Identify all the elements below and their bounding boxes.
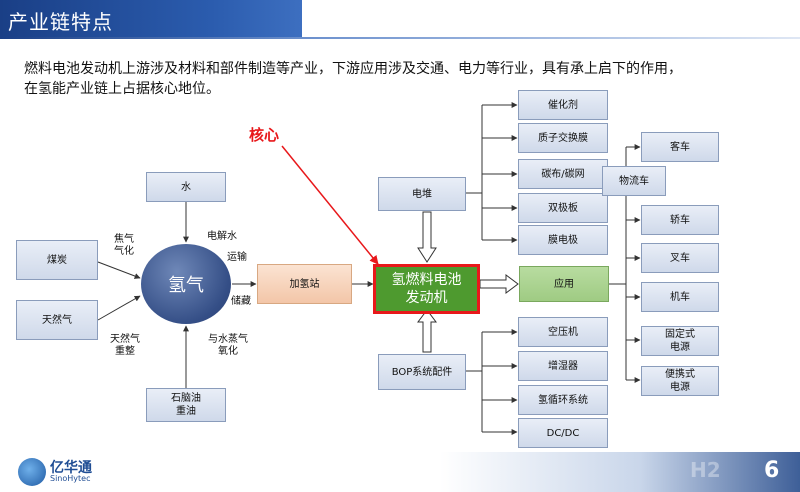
logistics-label: 物流车	[619, 175, 649, 187]
stack-part-catalyst: 催化剂	[518, 90, 608, 120]
steam-oxidation-label: 与水蒸气 氧化	[208, 334, 248, 358]
storage-label: 储藏	[231, 296, 251, 307]
stack-part-pem: 质子交换膜	[518, 123, 608, 153]
arrow-natural-gas	[97, 295, 141, 321]
coal-label: 煤炭	[47, 254, 67, 266]
petroleum-box: 石脑油 重油	[146, 388, 226, 422]
hydrogen-label: 氢气	[168, 275, 204, 296]
company-name-en: SinoHytec	[50, 474, 91, 483]
footer-bar	[0, 452, 800, 492]
company-name-cn: 亿华通	[50, 460, 92, 476]
water-box: 水	[146, 172, 226, 202]
humidifier-label: 增湿器	[548, 360, 578, 372]
stack-box: 电堆	[378, 177, 466, 211]
bop-part-hydrogen-recirculation: 氢循环系统	[518, 385, 608, 415]
app-car: 轿车	[641, 205, 719, 235]
locomotive-label: 机车	[670, 291, 690, 303]
description-line-2: 在氢能产业链上占据核心地位。	[24, 81, 220, 97]
app-logistics-vehicle: 物流车	[602, 166, 666, 196]
natural-gas-label: 天然气	[42, 314, 72, 326]
bipolar-plate-label: 双极板	[548, 202, 578, 214]
company-logo-icon	[18, 458, 46, 486]
portable-label-1: 便携式	[665, 369, 695, 380]
app-bus: 客车	[641, 132, 719, 162]
water-label: 水	[181, 181, 191, 193]
stationary-label-1: 固定式	[665, 329, 695, 340]
car-label: 轿车	[670, 214, 690, 226]
arrow-bop-to-engine	[417, 309, 437, 353]
forklift-label: 叉车	[670, 252, 690, 264]
h2-watermark: H2	[690, 458, 721, 482]
compressor-label: 空压机	[548, 326, 578, 338]
reforming-label: 重整	[115, 346, 135, 357]
gas-reforming-label: 天然气 重整	[110, 334, 140, 358]
hydrogen-station-label: 加氢站	[289, 278, 320, 290]
electrolysis-label: 电解水	[207, 231, 237, 242]
stack-part-carbon-cloth: 碳布/碳网	[518, 159, 608, 189]
steam-label: 与水蒸气	[208, 334, 248, 345]
bus-label: 客车	[670, 141, 690, 153]
stack-part-mea: 膜电极	[518, 225, 608, 255]
gasification-label: 气化	[114, 246, 134, 257]
page-number: 6	[764, 458, 780, 483]
coking-gasification-label: 焦气 气化	[114, 234, 134, 258]
application-box: 应用	[519, 266, 609, 302]
stack-part-bipolar-plate: 双极板	[518, 193, 608, 223]
natural-gas-box: 天然气	[16, 300, 98, 340]
hydrogen-recirculation-label: 氢循环系统	[538, 394, 588, 406]
fuel-cell-engine-box: 氢燃料电池 发动机	[373, 264, 480, 314]
application-label: 应用	[554, 278, 574, 290]
oxidation-label: 氧化	[218, 346, 238, 357]
dcdc-label: DC/DC	[546, 427, 580, 439]
portable-label-2: 电源	[670, 382, 690, 393]
description-line-1: 燃料电池发动机上游涉及材料和部件制造等产业，下游应用涉及交通、电力等行业，具有承…	[24, 61, 682, 77]
coking-label: 焦气	[114, 234, 134, 245]
arrow-to-application	[479, 274, 519, 294]
bop-label: BOP系统配件	[391, 366, 453, 378]
coal-box: 煤炭	[16, 240, 98, 280]
app-locomotive: 机车	[641, 282, 719, 312]
bop-part-dcdc: DC/DC	[518, 418, 608, 448]
app-portable-power: 便携式 电源	[641, 366, 719, 396]
engine-label-1: 氢燃料电池	[391, 272, 462, 288]
core-pointer	[281, 145, 379, 265]
catalyst-label: 催化剂	[548, 99, 578, 111]
petroleum-label-2: 重油	[176, 406, 196, 417]
bop-box: BOP系统配件	[378, 354, 466, 390]
core-label: 核心	[249, 126, 280, 144]
transport-label: 运输	[227, 252, 247, 263]
engine-label-2: 发动机	[405, 290, 448, 306]
title-underline	[0, 37, 800, 39]
bop-part-compressor: 空压机	[518, 317, 608, 347]
title-bar: 产业链特点	[0, 0, 302, 37]
petroleum-label-1: 石脑油	[171, 393, 201, 404]
arrow-stack-to-engine	[417, 211, 437, 263]
gas-label: 天然气	[110, 334, 140, 345]
page-title: 产业链特点	[8, 10, 113, 34]
hydrogen-station-box: 加氢站	[257, 264, 352, 304]
stack-label: 电堆	[412, 188, 432, 200]
carbon-cloth-label: 碳布/碳网	[541, 168, 585, 180]
mea-label: 膜电极	[548, 234, 578, 246]
stationary-label-2: 电源	[670, 342, 690, 353]
hydrogen-node: 氢气	[141, 244, 231, 324]
app-stationary-power: 固定式 电源	[641, 326, 719, 356]
pem-label: 质子交换膜	[538, 132, 588, 144]
bop-part-humidifier: 增湿器	[518, 351, 608, 381]
arrow-coal	[97, 261, 141, 279]
app-forklift: 叉车	[641, 243, 719, 273]
description: 燃料电池发动机上游涉及材料和部件制造等产业，下游应用涉及交通、电力等行业，具有承…	[24, 59, 794, 99]
